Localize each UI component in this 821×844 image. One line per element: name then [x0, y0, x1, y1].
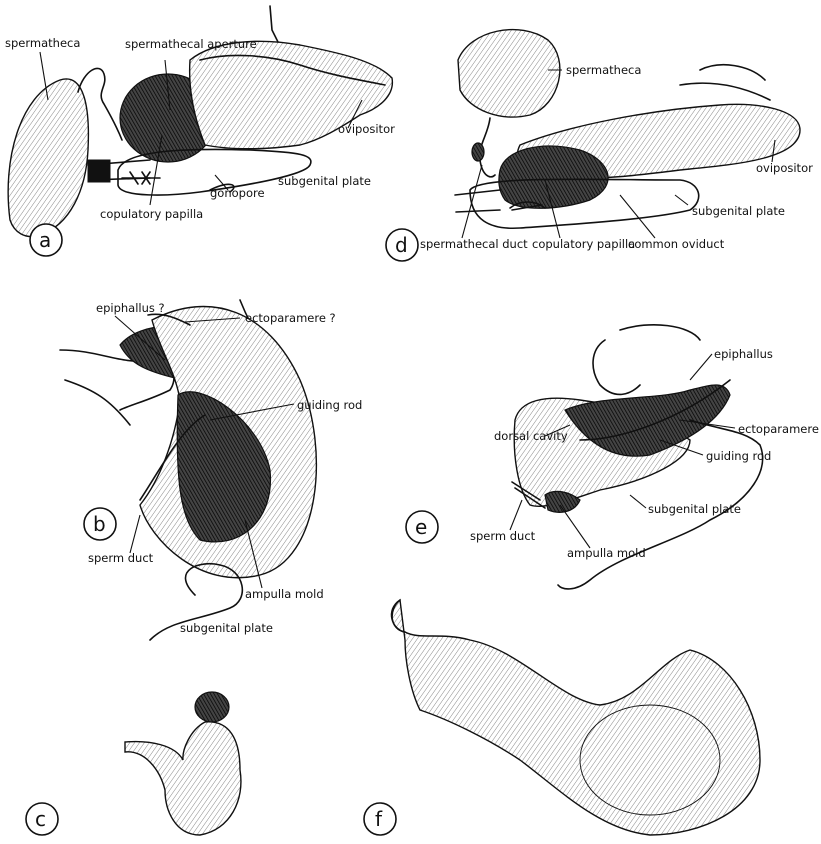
- label-subgenital-plate-b: subgenital plate: [180, 621, 273, 635]
- label-gonopore: gonopore: [210, 186, 265, 200]
- label-common-oviduct: common oviduct: [628, 237, 725, 251]
- label-subgenital-plate-a: subgenital plate: [278, 174, 371, 188]
- panel-f-labels: f: [364, 803, 396, 835]
- label-spermatheca-d: spermatheca: [566, 63, 641, 77]
- label-ovipositor-a: ovipositor: [338, 122, 395, 136]
- label-ectoparamere-e: ectoparamere ?: [738, 422, 821, 436]
- label-subgenital-plate-d: subgenital plate: [692, 204, 785, 218]
- label-copulatory-papilla-a: copulatory papilla: [100, 207, 203, 221]
- label-guiding-rod-b: guiding rod: [297, 398, 362, 412]
- label-sperm-duct-b: sperm duct: [88, 551, 154, 565]
- panel-c: [125, 692, 241, 835]
- panel-c-labels: c: [26, 803, 58, 835]
- panel-d: [455, 30, 800, 229]
- panel-f: [392, 600, 760, 835]
- label-spermathecal-duct: spermathecal duct: [420, 237, 528, 251]
- label-spermatheca-a: spermatheca: [5, 36, 80, 50]
- label-epiphallus-e: epiphallus: [714, 347, 773, 361]
- copulatory-papilla-shape-d: [499, 146, 608, 208]
- panel-letter-b: b: [93, 512, 106, 536]
- label-copulatory-papilla-d: copulatory papilla: [532, 237, 635, 251]
- panel-letter-e: e: [415, 515, 427, 539]
- panel-letter-f: f: [375, 807, 383, 831]
- label-ectoparamere-b: ectoparamere ?: [245, 311, 336, 325]
- ampulla-shape-f: [392, 600, 760, 835]
- label-guiding-rod-e: guiding rod: [706, 449, 771, 463]
- label-ampulla-mold-b: ampulla mold: [245, 587, 324, 601]
- label-sperm-duct-e: sperm duct: [470, 529, 536, 543]
- panel-letter-a: a: [39, 228, 51, 252]
- label-epiphallus-b: epiphallus ?: [96, 301, 165, 315]
- ampulla-head-c: [195, 692, 229, 722]
- panel-letter-d: d: [395, 233, 408, 257]
- label-spermathecal-aperture: spermathecal aperture: [125, 37, 257, 51]
- spermatheca-shape-d: [458, 30, 560, 117]
- panel-letter-c: c: [35, 807, 46, 831]
- ampulla-shape-c: [125, 722, 241, 835]
- label-ampulla-mold-e: ampulla mold: [567, 546, 646, 560]
- spermatheca-shape: [8, 79, 88, 237]
- label-subgenital-plate-e: subgenital plate: [648, 502, 741, 516]
- label-ovipositor-d: ovipositor: [756, 161, 813, 175]
